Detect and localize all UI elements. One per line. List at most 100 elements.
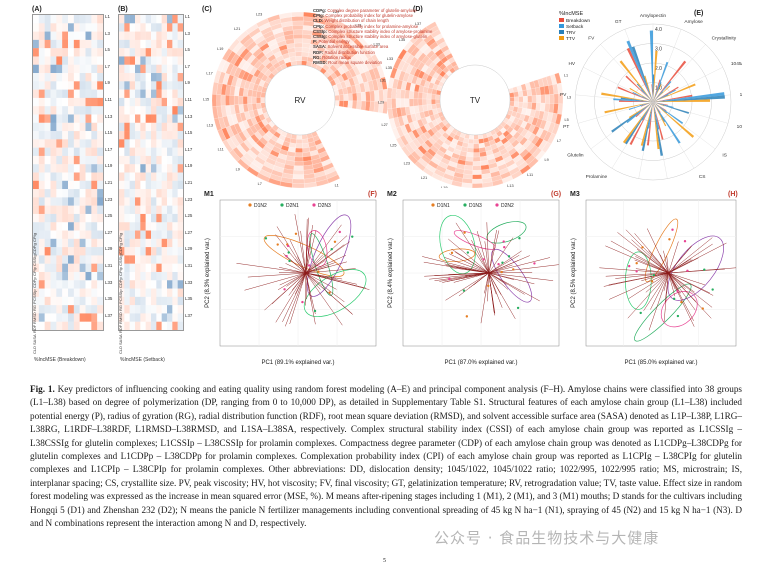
heat-cell [44, 313, 51, 322]
pca-point [518, 237, 521, 240]
heat-cell [172, 296, 178, 306]
heat-cell [140, 271, 146, 281]
pca-point [317, 270, 320, 273]
heat-cell [33, 89, 40, 99]
radial-cell [251, 96, 257, 104]
heat-cell [56, 296, 63, 306]
polar-bar [626, 47, 653, 102]
heat-cell [44, 321, 51, 330]
heat-cell [124, 288, 130, 298]
heat-cell [145, 296, 152, 306]
radial-cell [295, 51, 303, 57]
abbrev-item: CDPg: Complex degree parameter of glutel… [313, 8, 417, 13]
heat-cell [50, 180, 57, 190]
heat-cell [177, 23, 183, 32]
heat-cell [156, 114, 162, 123]
heat-cell [172, 31, 178, 41]
pca-point [462, 289, 466, 292]
heat-cell [172, 263, 178, 273]
pca-point [503, 246, 506, 249]
heat-cell [85, 263, 92, 273]
row-label: L27 [105, 229, 113, 235]
heat-cell [68, 97, 75, 107]
heat-cell [56, 23, 63, 32]
radial-cell [365, 101, 371, 112]
heat-cell [177, 31, 183, 41]
heat-cell [119, 106, 125, 115]
heat-cell [124, 238, 130, 248]
pca-loading-arrow [664, 272, 669, 303]
row-label: L9 [185, 80, 190, 86]
heat-cell [56, 15, 63, 24]
heat-cell [124, 147, 130, 157]
heat-cell [124, 205, 130, 215]
col-label: RDF [118, 325, 123, 334]
heatmap-setback [118, 14, 184, 331]
heat-cell [124, 296, 130, 306]
pca-loading-arrow [488, 229, 497, 274]
heat-cell [50, 280, 57, 289]
heat-cell [33, 39, 40, 49]
heat-cell [85, 255, 92, 264]
row-label: L37 [185, 312, 193, 318]
heat-cell [119, 172, 125, 181]
heat-cell [135, 23, 141, 32]
heat-cell [172, 197, 178, 206]
heat-cell [167, 89, 173, 99]
row-label: L9 [105, 80, 110, 86]
heat-cell [161, 321, 168, 330]
heat-cell [33, 321, 40, 330]
heat-cell [172, 106, 178, 115]
polar-bar [620, 97, 653, 102]
heat-cell [68, 164, 75, 173]
heat-cell [73, 48, 80, 57]
radial-cell [293, 165, 304, 171]
heat-cell [129, 139, 136, 148]
heat-cell [161, 313, 168, 322]
heat-cell [140, 155, 146, 165]
radial-tick-label: L23 [404, 162, 410, 166]
heat-cell [119, 280, 125, 289]
heat-cell [140, 48, 146, 57]
polar-bar [653, 102, 668, 114]
radial-cell [295, 147, 303, 153]
col-label: CDPg [118, 243, 123, 254]
pca-point [635, 262, 638, 265]
heat-cell [151, 230, 157, 240]
heat-cell [135, 321, 141, 330]
heat-cell [56, 263, 63, 273]
pca-loading-arrow [668, 245, 692, 274]
pca-loading-arrow [305, 240, 310, 274]
col-label: CSSIp [118, 289, 123, 301]
radial-tick-label: L27 [381, 123, 387, 127]
heat-cell [156, 15, 162, 24]
radial-cell [294, 152, 303, 158]
heat-cell [44, 288, 51, 298]
polar-bar [653, 86, 679, 102]
heat-cell [140, 89, 146, 99]
heat-cell [167, 39, 173, 49]
heat-cell [156, 189, 162, 198]
heat-cell [56, 48, 63, 57]
polar-bar [653, 102, 695, 138]
heat-cell [177, 180, 183, 190]
heat-cell [79, 313, 86, 322]
radial-cell [395, 88, 402, 99]
abbrev-item: SASA: Solvent accessible surface area [313, 44, 389, 50]
heat-cell [167, 64, 173, 74]
radial-cell [391, 98, 397, 109]
polar-bar [653, 99, 711, 102]
heat-cell [68, 147, 75, 157]
heat-cell [119, 64, 125, 74]
heat-cell [167, 81, 173, 90]
heat-cell [62, 280, 69, 289]
pca-loading-arrow [488, 272, 525, 295]
heat-cell [124, 247, 130, 256]
heat-cell [73, 313, 80, 322]
radial-cell [343, 100, 349, 108]
radial-cell [467, 143, 474, 149]
heat-cell [135, 97, 141, 107]
heat-cell [124, 271, 130, 281]
pca-loading-arrow [305, 246, 308, 274]
heat-cell [44, 48, 51, 57]
